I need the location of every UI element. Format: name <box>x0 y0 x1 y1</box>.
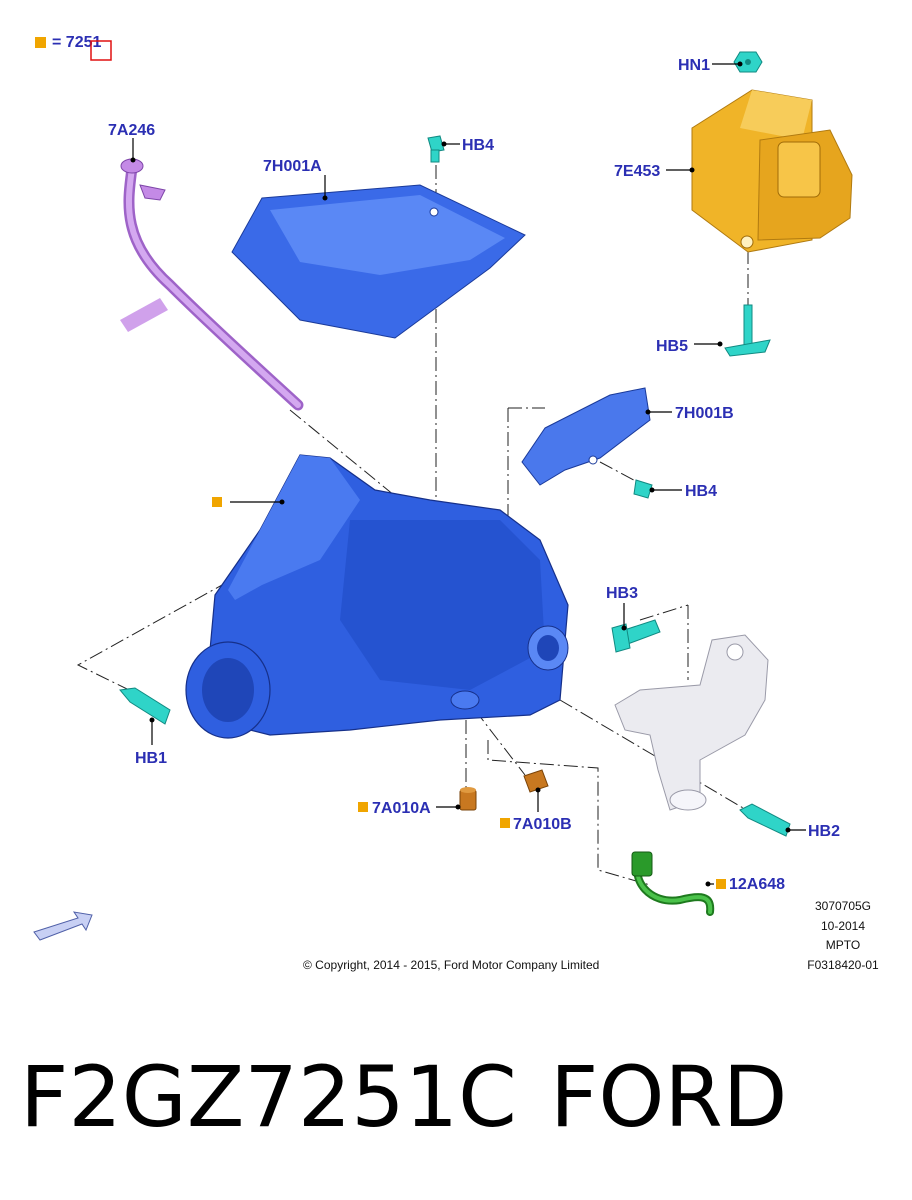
callout-7h001b: 7H001B <box>675 405 734 422</box>
part-markers <box>212 497 726 889</box>
bolt-hb4-top <box>427 135 445 163</box>
callout-hn1: HN1 <box>678 57 710 74</box>
figure-info-line: 10-2014 <box>821 919 865 933</box>
callout-hb4-top: HB4 <box>462 137 494 154</box>
callout-7e453: 7E453 <box>614 163 660 180</box>
figure-info-line: 3070705G <box>815 899 871 913</box>
plug-7a010a <box>459 787 477 811</box>
nut-hn1 <box>733 51 763 73</box>
stud-hb5 <box>724 304 771 357</box>
highlight-box <box>90 40 112 61</box>
callout-hb5: HB5 <box>656 338 688 355</box>
callout-12a648: 12A648 <box>729 876 785 893</box>
callout-7h001a: 7H001A <box>263 158 322 175</box>
bolt-hb4-mid <box>633 479 653 499</box>
brand-caption: FORD <box>550 1048 787 1146</box>
transfer-case-assembly <box>185 454 569 739</box>
callout-7a010a: 7A010A <box>372 800 431 817</box>
callout-hb4-mid: HB4 <box>685 483 717 500</box>
plug-7a010b <box>523 769 549 793</box>
bolt-hb1 <box>119 687 171 725</box>
callout-hb3: HB3 <box>606 585 638 602</box>
bolt-hb3 <box>611 619 661 653</box>
part-number-caption: F2GZ7251C <box>20 1048 517 1146</box>
vent-tube-7a246 <box>120 158 304 411</box>
mount-bracket <box>614 634 769 811</box>
bolt-hb2 <box>739 803 791 837</box>
figure-info-line: F0318420-01 <box>807 958 879 972</box>
callout-7a246: 7A246 <box>108 122 155 139</box>
callout-hb2: HB2 <box>808 823 840 840</box>
leader-lines <box>130 61 806 887</box>
module-7e453 <box>691 89 853 253</box>
figure-info-line: MPTO <box>826 938 860 952</box>
heat-shield-7h001a <box>231 184 526 339</box>
legend-swatch <box>35 37 46 48</box>
harness-12a648 <box>631 851 715 916</box>
callout-hb1: HB1 <box>135 750 167 767</box>
legend-text: = 7251 <box>52 34 101 51</box>
direction-arrow-icon <box>33 911 93 941</box>
copyright-text: © Copyright, 2014 - 2015, Ford Motor Com… <box>303 958 599 972</box>
bracket-7h001b <box>521 387 651 486</box>
callout-7a010b: 7A010B <box>513 816 572 833</box>
